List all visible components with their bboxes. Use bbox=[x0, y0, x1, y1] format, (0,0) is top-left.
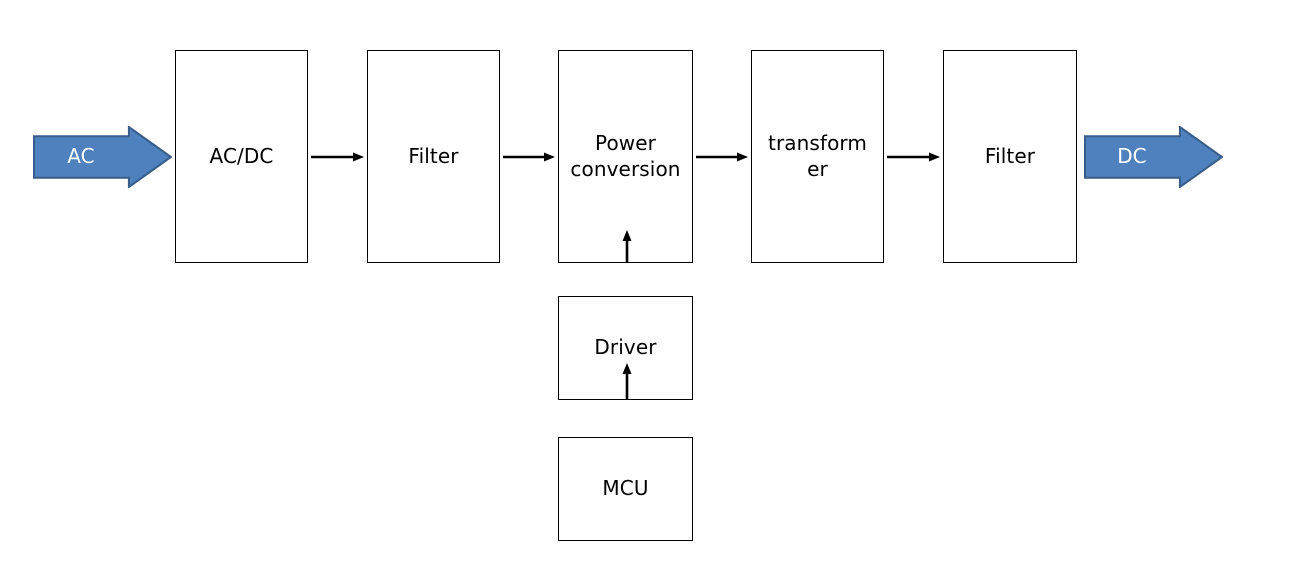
connector-arrow-group bbox=[887, 152, 940, 162]
connector-power-conversion-to-transformer bbox=[696, 149, 748, 165]
connector-arrowhead bbox=[353, 152, 364, 162]
block-acdc-label: AC/DC bbox=[209, 143, 274, 168]
block-power-conversion-label: Power conversion bbox=[570, 130, 681, 181]
connector-driver-to-power-conversion bbox=[619, 230, 635, 263]
block-driver[interactable]: Driver bbox=[558, 296, 693, 400]
connector-arrowhead bbox=[622, 363, 632, 374]
connector-arrowhead bbox=[544, 152, 555, 162]
block-driver-label: Driver bbox=[594, 335, 657, 360]
connector-arrow-shape bbox=[311, 152, 364, 162]
block-transformer-label: transform er bbox=[768, 130, 867, 181]
output-arrow-shape bbox=[1084, 126, 1223, 188]
connector-acdc-to-filter-1 bbox=[311, 149, 364, 165]
input-arrow-label: AC bbox=[67, 144, 95, 168]
output-arrow-polygon bbox=[1084, 126, 1223, 188]
connector-arrowhead bbox=[622, 230, 632, 241]
block-filter-1-label: Filter bbox=[408, 143, 459, 168]
connector-arrow-shape bbox=[887, 152, 940, 162]
block-power-conversion[interactable]: Power conversion bbox=[558, 50, 693, 263]
block-transformer[interactable]: transform er bbox=[751, 50, 884, 263]
block-mcu[interactable]: MCU bbox=[558, 437, 693, 541]
connector-arrow-shape bbox=[622, 363, 632, 400]
connector-arrow-group bbox=[622, 230, 632, 263]
output-arrow-label: DC bbox=[1117, 144, 1147, 168]
input-arrow-shape bbox=[33, 126, 172, 188]
block-filter-2[interactable]: Filter bbox=[943, 50, 1077, 263]
connector-arrow-shape bbox=[622, 230, 632, 263]
block-filter-2-label: Filter bbox=[984, 143, 1036, 168]
connector-arrowhead bbox=[929, 152, 940, 162]
connector-arrow-group bbox=[311, 152, 364, 162]
output-arrow-dc: DC bbox=[1084, 126, 1223, 188]
connector-arrow-group bbox=[503, 152, 555, 162]
input-arrow-polygon bbox=[33, 126, 172, 188]
connector-arrow-group bbox=[696, 152, 748, 162]
connector-arrow-shape bbox=[696, 152, 748, 162]
input-arrow-ac: AC bbox=[33, 126, 172, 188]
connector-arrowhead bbox=[737, 152, 748, 162]
block-acdc[interactable]: AC/DC bbox=[175, 50, 308, 263]
connector-arrow-shape bbox=[503, 152, 555, 162]
connector-mcu-to-driver bbox=[619, 363, 635, 400]
connector-arrow-group bbox=[622, 363, 632, 400]
connector-transformer-to-filter-2 bbox=[887, 149, 940, 165]
block-filter-1[interactable]: Filter bbox=[367, 50, 500, 263]
connector-filter-1-to-power-conversion bbox=[503, 149, 555, 165]
block-mcu-label: MCU bbox=[602, 476, 649, 501]
